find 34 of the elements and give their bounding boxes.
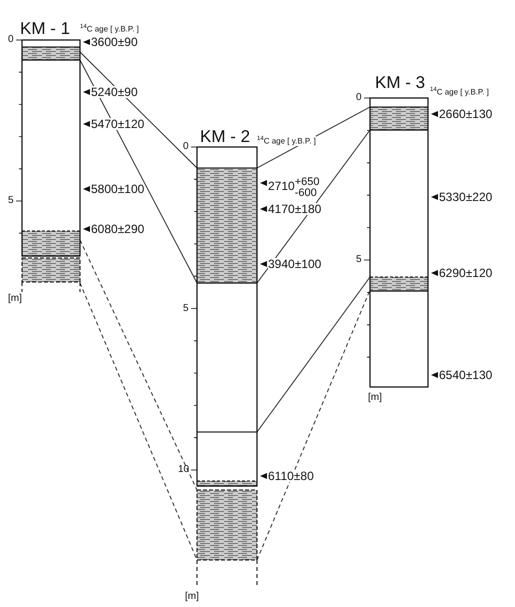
- column-title: KM - 3: [375, 74, 426, 91]
- radiocarbon-date: 6080±290: [91, 223, 144, 235]
- depth-tick-label: 5: [183, 304, 189, 314]
- depth-tick-label: 5: [356, 255, 362, 265]
- radiocarbon-date: 3940±100: [268, 258, 322, 270]
- radiocarbon-date: 5240±90: [91, 86, 138, 98]
- depth-unit: [m]: [185, 592, 199, 602]
- radiocarbon-date: 6290±120: [439, 267, 492, 279]
- correlation-line: [80, 240, 198, 490]
- depth-tick-label: 10: [178, 465, 190, 475]
- depth-tick-label: 0: [8, 35, 14, 45]
- axis-heading: $^{14}$C age [ y.B.P. ]: [257, 136, 316, 146]
- axis-heading: $^{14}$C age [ y.B.P. ]: [430, 87, 489, 97]
- radiocarbon-date: 5330±220: [439, 191, 492, 203]
- depth-tick-label: 0: [183, 142, 189, 152]
- radiocarbon-date: 3600±90: [91, 36, 138, 48]
- depth-unit: [m]: [8, 294, 22, 304]
- radiocarbon-date: 6110±80: [268, 470, 314, 482]
- radiocarbon-date: 5470±120: [91, 118, 144, 130]
- depth-tick-label: 5: [8, 196, 14, 206]
- radiocarbon-date: 2660±130: [439, 108, 492, 120]
- depth-tick-label: 0: [356, 93, 362, 103]
- column-title: KM - 2: [200, 128, 250, 145]
- correlation-line: [256, 276, 370, 432]
- radiocarbon-date: 5800±100: [91, 183, 144, 195]
- correlation-line: [80, 52, 198, 168]
- depth-unit: [m]: [368, 393, 382, 403]
- correlation-line: [80, 60, 198, 284]
- axis-heading: $^{14}$C age [ y.B.P. ]: [80, 24, 139, 34]
- column-title: KM - 1: [20, 20, 70, 37]
- correlation-line: [256, 290, 370, 560]
- radiocarbon-date: 4170±180: [268, 203, 322, 215]
- correlation-line: [80, 282, 198, 560]
- radiocarbon-date: 6540±130: [439, 369, 492, 381]
